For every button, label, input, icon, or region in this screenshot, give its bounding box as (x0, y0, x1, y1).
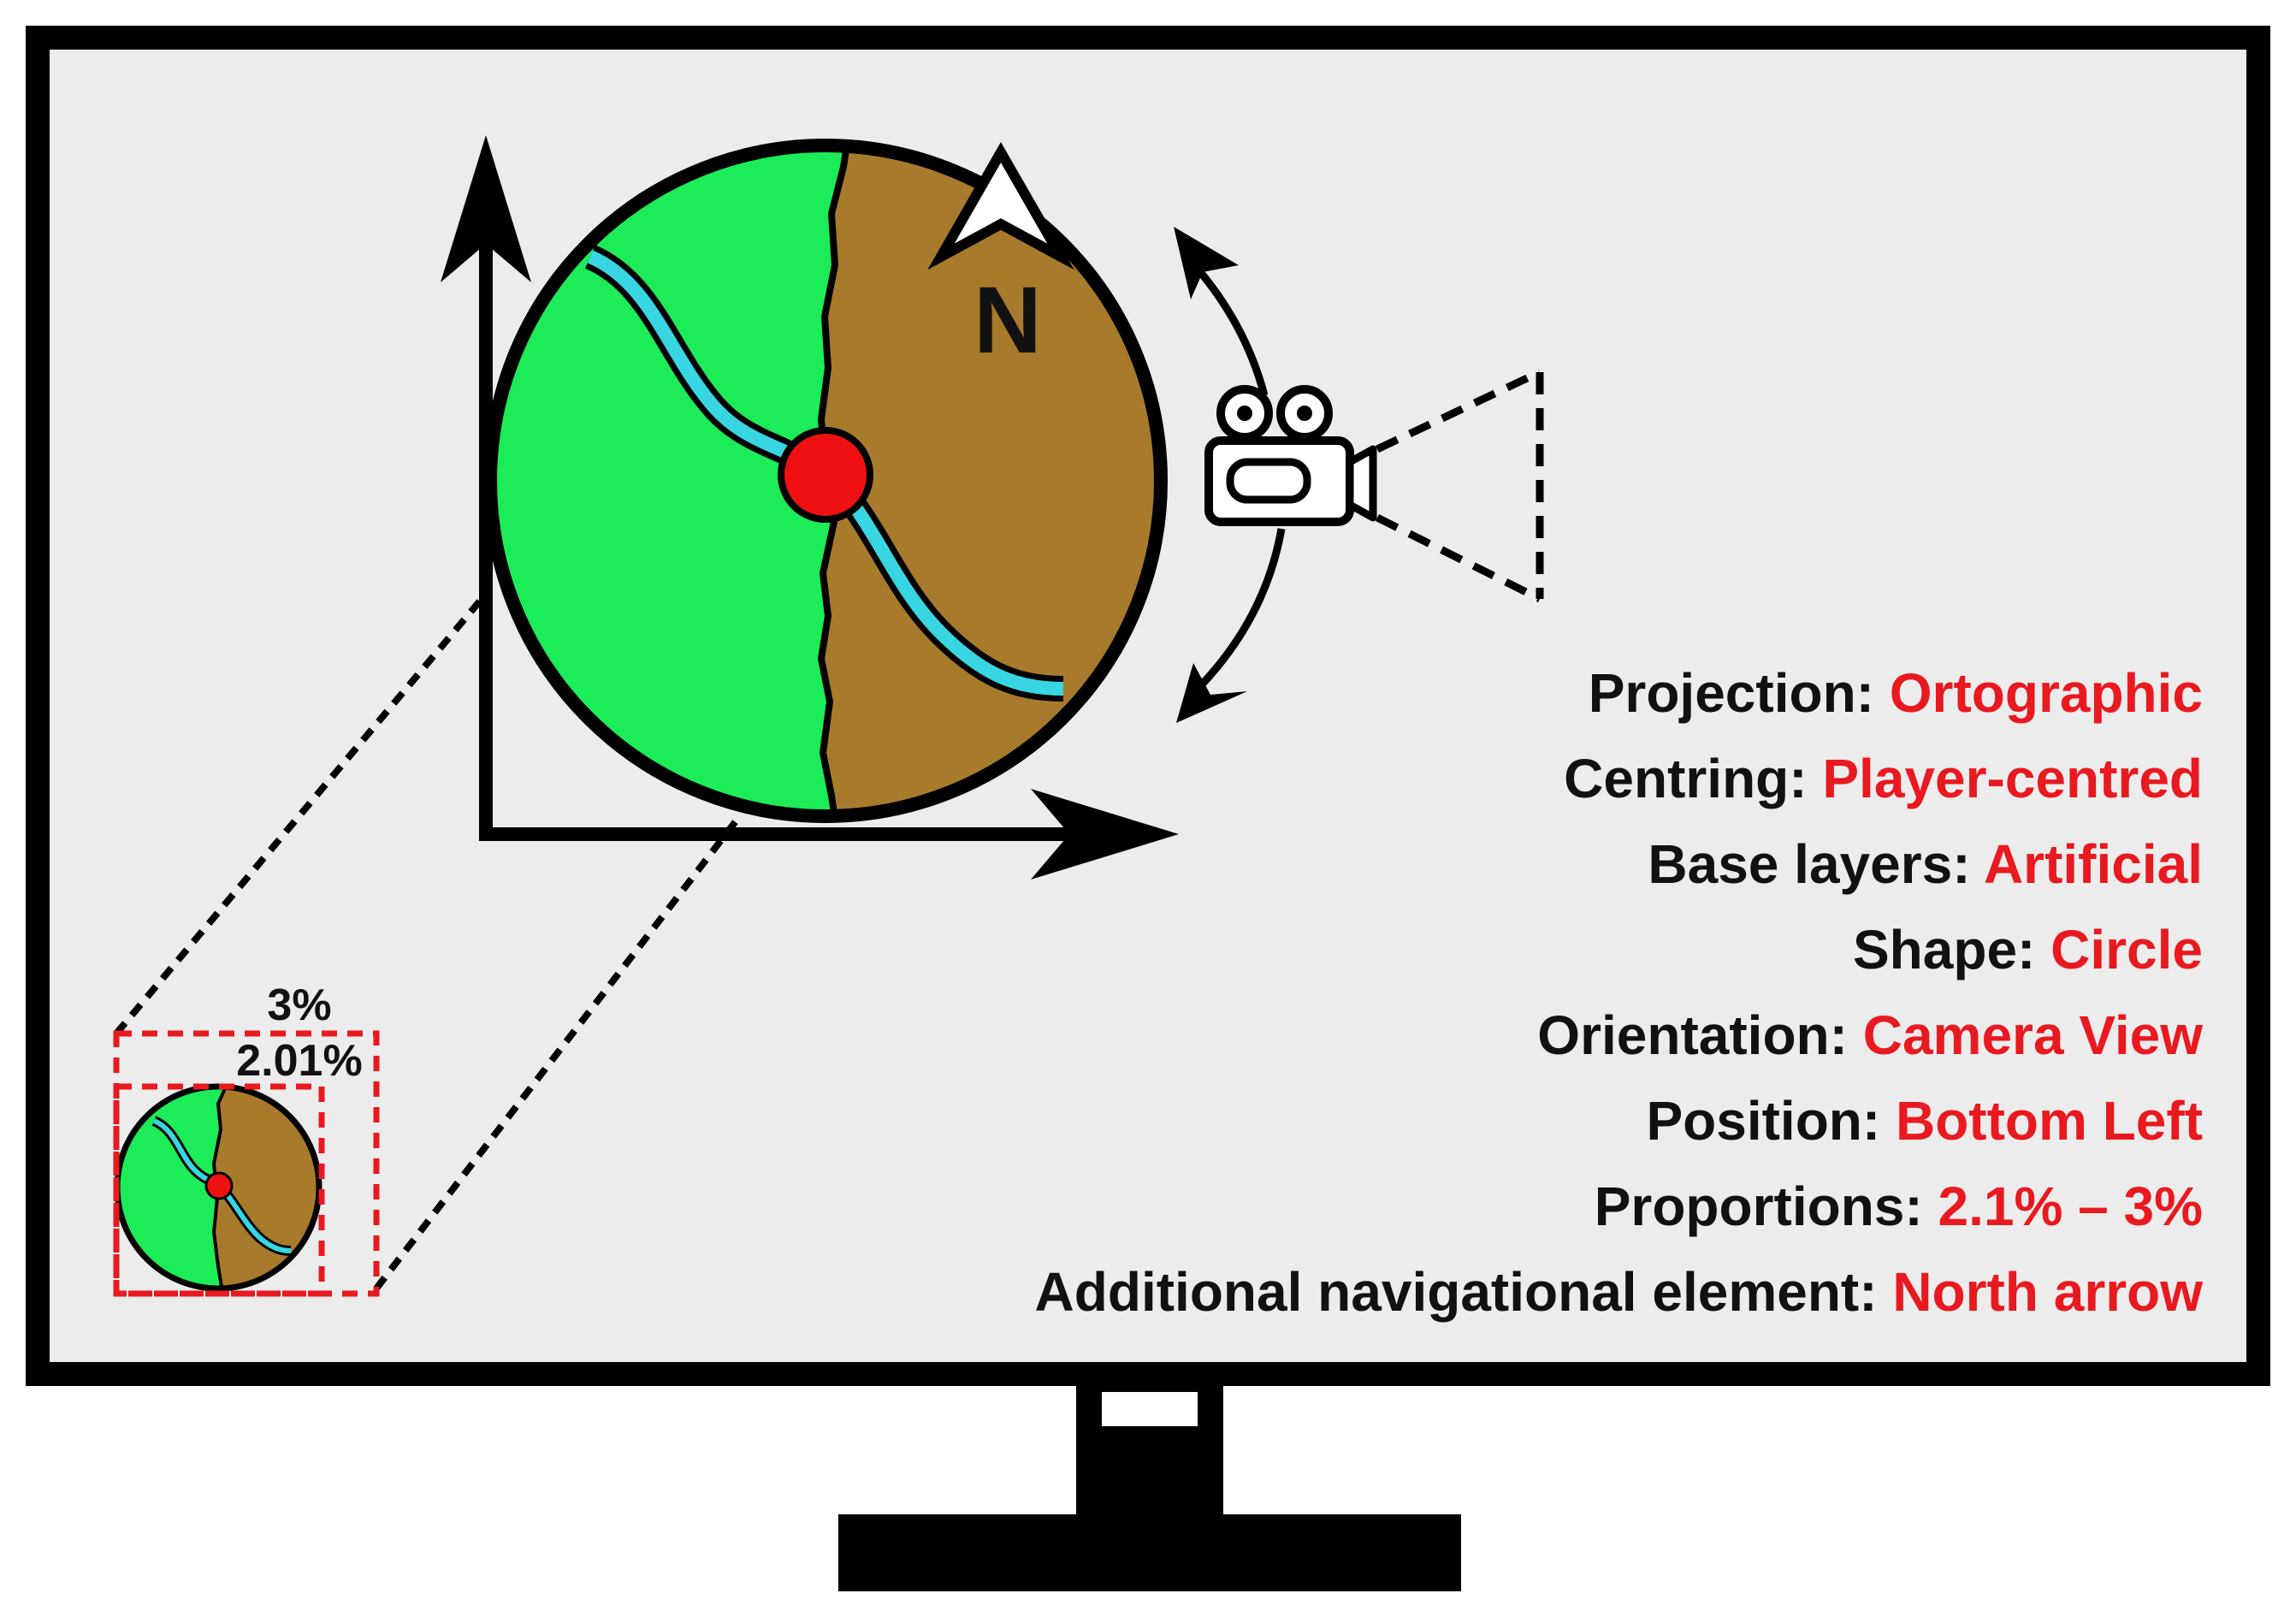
monitor-stand-slot (1102, 1392, 1198, 1426)
monitor-screen (50, 50, 2246, 1362)
camera-icon (1204, 368, 1544, 603)
property-label: Base layers: (1648, 833, 1984, 895)
property-shape: Shape: Circle (1853, 919, 2203, 980)
property-centring: Centring: Player-centred (1564, 748, 2203, 809)
property-projection: Projection: Ortographic (1589, 662, 2203, 724)
monitor-stand-base (838, 1514, 1461, 1591)
monitor (26, 26, 2270, 1591)
property-value: Circle (2050, 919, 2203, 980)
zoom-connector-lines (113, 596, 739, 1291)
property-label: Projection: (1589, 662, 1890, 724)
north-label: N (973, 268, 1041, 373)
property-proportions: Proportions: 2.1% – 3% (1595, 1176, 2203, 1237)
inner-size-label: 2.01% (236, 1036, 362, 1086)
minimap-border (483, 139, 1168, 823)
property-label: Position: (1646, 1090, 1896, 1152)
property-value: 2.1% – 3% (1938, 1176, 2203, 1237)
property-label: Additional navigational element: (1035, 1261, 1893, 1323)
minimap-inner-bounds (113, 1083, 325, 1297)
player-marker-small (204, 1171, 234, 1200)
property-label: Proportions: (1595, 1176, 1938, 1237)
north-arrow-icon: N (927, 141, 1074, 373)
minimap-actual: 3% 2.01% (113, 980, 380, 1297)
axis-arrows-icon (441, 135, 1179, 880)
property-additional-element: Additional navigational element: North a… (1035, 1261, 2204, 1323)
property-value: Player-centred (1822, 748, 2203, 809)
rotation-arrows-icon (1174, 227, 1286, 723)
property-value: Ortographic (1890, 662, 2203, 724)
property-orientation: Orientation: Camera View (1537, 1004, 2203, 1066)
property-label: Centring: (1564, 748, 1822, 809)
property-value: Camera View (1863, 1004, 2204, 1066)
player-marker (778, 427, 873, 523)
outer-size-label: 3% (267, 980, 331, 1030)
property-position: Position: Bottom Left (1646, 1090, 2203, 1152)
property-value: Artificial (1984, 833, 2203, 895)
property-label: Orientation: (1537, 1004, 1862, 1066)
property-value: Bottom Left (1896, 1090, 2203, 1152)
property-value: North arrow (1892, 1261, 2203, 1323)
minimap-enlarged (483, 139, 1168, 823)
properties-list: Projection: Ortographic Centring: Player… (1035, 662, 2204, 1323)
property-base-layers: Base layers: Artificial (1648, 833, 2203, 895)
property-label: Shape: (1853, 919, 2050, 980)
terrain-area (821, 145, 1161, 816)
camera-view-cone (1375, 368, 1544, 603)
